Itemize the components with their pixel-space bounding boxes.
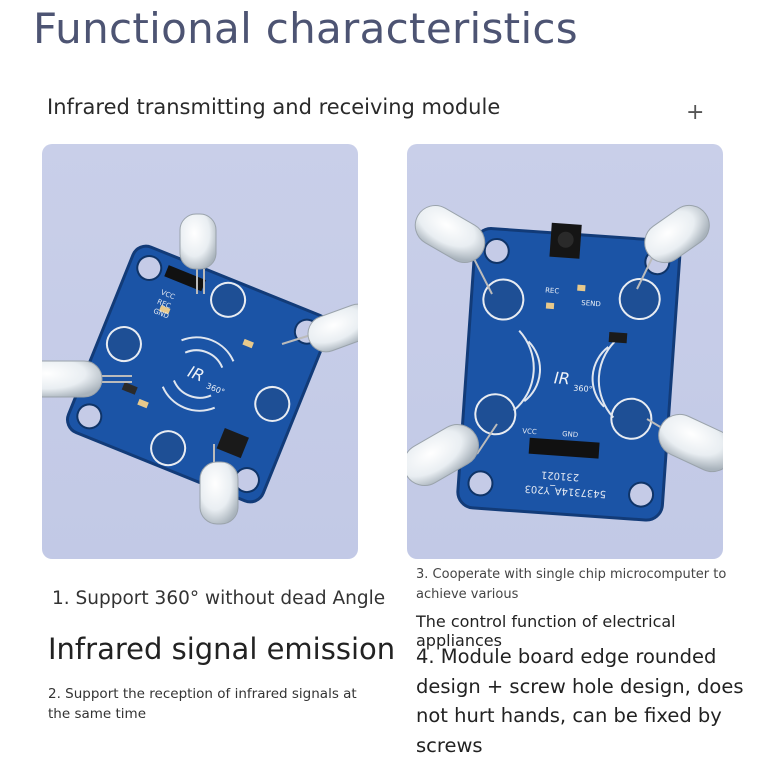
ir-silk-label: IR	[185, 362, 207, 386]
angle-silk-label: 360°	[573, 384, 593, 394]
pin-gnd-label: GND	[562, 430, 579, 439]
header-pins	[528, 437, 600, 459]
ir-module-illustration-left: IR 360° VCC REC GND	[42, 213, 358, 525]
ir-receiver	[216, 427, 249, 459]
feature-360-support: 1. Support 360° without dead Angle	[52, 588, 386, 609]
page-title: Functional characteristics	[33, 4, 578, 53]
ir-silk-label: IR	[553, 368, 570, 388]
led-left	[42, 360, 132, 398]
date-code-label: 231021	[541, 469, 580, 483]
feature-rounded-edge-design: 4. Module board edge rounded design + sc…	[416, 645, 744, 757]
pin-rec-label: REC	[545, 286, 560, 295]
header-pins	[164, 265, 206, 292]
led-top	[179, 213, 217, 294]
ir-module-illustration-right: IR 360° REC SEND VCC GND 231021 5437314A…	[407, 204, 723, 522]
pin-vcc-label: VCC	[522, 427, 537, 436]
feature-signal-reception: 2. Support the reception of infrared sig…	[48, 686, 357, 722]
heading-infrared-emission: Infrared signal emission	[48, 632, 396, 666]
led-right	[281, 303, 358, 353]
product-image-right: IR 360° REC SEND VCC GND 231021 5437314A…	[407, 144, 723, 559]
page-subtitle: Infrared transmitting and receiving modu…	[47, 95, 501, 119]
feature-mcu-cooperation: 3. Cooperate with single chip microcompu…	[416, 567, 727, 602]
led-bottom-right	[646, 413, 723, 473]
plus-icon[interactable]: +	[686, 100, 705, 125]
product-image-left: IR 360° VCC REC GND	[42, 144, 358, 559]
pcb-board	[66, 244, 331, 504]
led-top-left	[414, 205, 493, 295]
led-bottom	[199, 444, 239, 525]
feature-control-function: The control function of electrical appli…	[416, 612, 676, 650]
led-bottom-left	[407, 423, 498, 486]
led-top-right	[636, 204, 710, 290]
pin-send-label: SEND	[581, 299, 601, 308]
